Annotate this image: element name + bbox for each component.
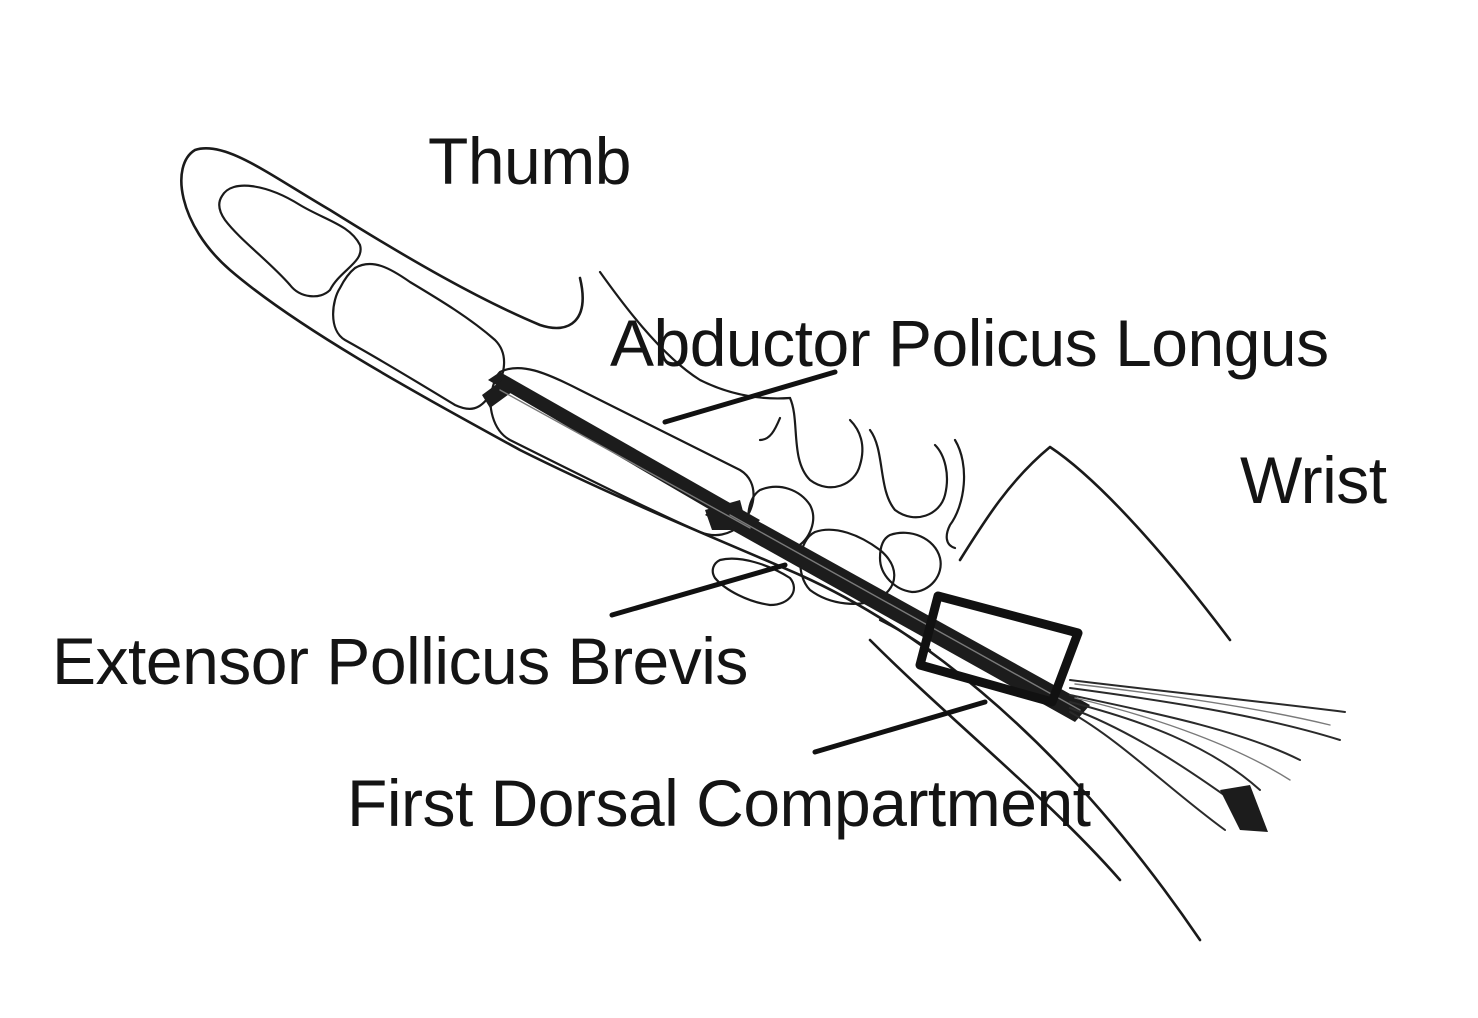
proximal-phalanx [332, 262, 506, 410]
wrist-outline [958, 445, 1232, 642]
finger-base-2 [788, 396, 864, 489]
carpal-bone-3 [878, 531, 942, 594]
compartment-leader-line [812, 699, 988, 755]
tendon-fan [1069, 679, 1346, 832]
wrist-label: Wrist [1240, 443, 1387, 517]
thumb-label: Thumb [428, 124, 631, 198]
abductor-pollicis-longus-label: Abductor Policus Longus [610, 306, 1329, 380]
tendon-bundle [482, 372, 1090, 722]
distal-phalanx [218, 184, 362, 298]
finger-base-1 [598, 270, 792, 400]
thumb-skin-outline [180, 147, 1202, 942]
forearm-lower-edge [868, 638, 1122, 882]
first-dorsal-compartment-label: First Dorsal Compartment [347, 766, 1091, 840]
abductor-leader-line [662, 369, 838, 425]
finger-base-4 [945, 438, 966, 550]
metacarpal [489, 366, 755, 537]
finger-base-3 [868, 428, 949, 519]
extensor-pollicis-brevis-label: Extensor Pollicus Brevis [52, 624, 748, 698]
finger-base-5 [758, 416, 782, 442]
carpal-bone-4 [711, 557, 795, 607]
first-dorsal-compartment-box [915, 591, 1083, 707]
extensor-leader-line [609, 562, 788, 618]
